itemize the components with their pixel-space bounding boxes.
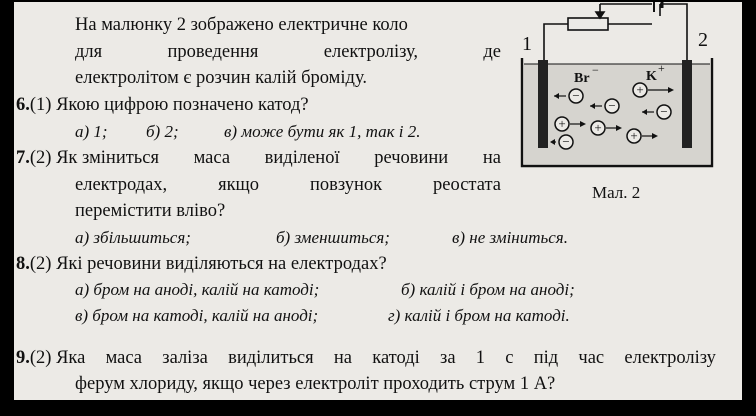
ion-anion: − [590,98,620,114]
svg-text:+: + [636,82,643,97]
bromide-label: Br [574,71,590,86]
potassium-charge: + [658,61,665,75]
electrode-2-label: 2 [698,29,708,51]
figure-caption: Мал. 2 [592,183,640,202]
electrolyte [524,64,710,164]
q7-option-c: в) не зміниться. [452,228,568,247]
question-6: 6.(1) Якою цифрою позначено катод? [16,95,309,115]
bromide-charge: − [592,63,599,77]
ion-anion: − [554,88,584,104]
svg-text:+: + [630,128,637,143]
q6-option-a: а) 1; [75,122,108,141]
ion-anion: − [642,104,672,120]
svg-text:−: − [562,134,569,149]
question-7-line-3: перемістити вліво? [75,201,226,221]
electrode-1-label: 1 [522,33,532,55]
ion-cation: + [626,128,658,144]
rheostat-icon [567,17,609,31]
electrode-2-icon [682,60,692,148]
question-8: 8.(2) Які речовини виділяються на електр… [16,254,387,274]
ion-cation: + [554,116,586,132]
svg-text:−: − [660,104,667,119]
q7-option-a: а) збільшиться; [75,228,191,247]
battery-icon [653,2,664,12]
question-9-line-2: ферум хлориду, якщо через електроліт про… [75,374,556,394]
svg-text:−: − [608,98,615,113]
svg-text:+: + [558,116,565,131]
q7-option-b: б) зменшиться; [276,228,390,247]
circuit-wires [543,3,688,64]
svg-text:+: + [594,120,601,135]
q6-option-c: в) може бути як 1, так і 2. [224,122,421,141]
intro-line-3: електролітом є розчин калій броміду. [75,68,367,88]
intro-line-1: На малюнку 2 зображено електричне коло [75,15,408,35]
potassium-label: K [646,69,657,84]
rheostat-slider-icon [594,3,652,20]
q8-option-c: в) бром на катоді, калій на аноді; [75,306,319,325]
ion-anion: − [550,134,574,150]
ion-cation: + [590,120,622,136]
electrode-1-icon [538,60,548,148]
q8-option-a: а) бром на аноді, калій на катоді; [75,280,320,299]
textbook-page: На малюнку 2 зображено електричне коло д… [14,2,742,400]
svg-text:−: − [572,88,579,103]
vessel-icon [520,58,714,168]
question-7-line-1: 7.(2) Як зміниться маса виділеної речови… [16,148,501,168]
q8-option-b: б) калій і бром на аноді; [401,280,575,299]
q8-option-d: г) калій і бром на катоді. [388,306,570,325]
ion-cation: + [632,82,674,98]
electrolysis-diagram: 1 2 Br − K + − − − − [520,2,714,202]
question-9-line-1: 9.(2) Яка маса заліза виділиться на като… [16,348,716,368]
q6-option-b: б) 2; [146,122,179,141]
